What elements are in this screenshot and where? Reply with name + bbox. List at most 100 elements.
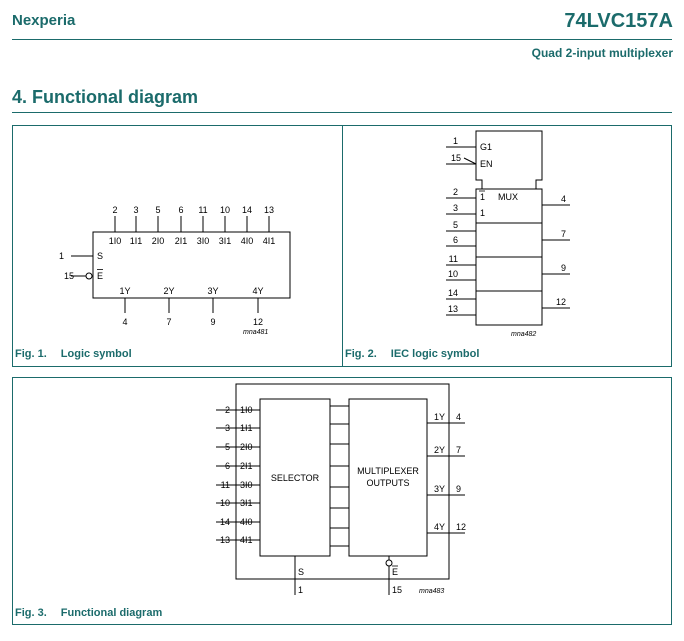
fig2-caption-title: IEC logic symbol [390, 348, 480, 360]
fig1-input-label: 4I0 [241, 236, 254, 246]
fig3-functional-diagram [235, 383, 450, 595]
fig1-input-pin: 6 [178, 205, 183, 215]
fig3-input-pin: 10 [220, 498, 230, 508]
fig1-enable-label: E [97, 271, 103, 281]
fig1-ref: mna481 [243, 329, 268, 336]
fig3-input-label: 1I1 [240, 423, 253, 433]
fig1-output-label: 2Y [163, 286, 174, 296]
fig1-input-label: 3I0 [197, 236, 210, 246]
fig1-logic-symbol [71, 231, 291, 299]
fig3-input-pin: 2 [225, 405, 230, 415]
section-rule [12, 112, 672, 113]
fig2-output-pin: 7 [561, 229, 566, 239]
part-number: 74LVC157A [564, 10, 673, 32]
fig1-caption-number: Fig. 1. [15, 348, 47, 360]
fig2-input-pin: 13 [448, 304, 458, 314]
fig2-g1-label: G1 [480, 142, 492, 152]
fig1-caption: Fig. 1. Logic symbol [15, 348, 132, 360]
fig3-select-label: S [298, 567, 304, 577]
section-title: 4. Functional diagram [12, 87, 199, 107]
fig1-output-pin: 4 [122, 317, 127, 327]
fig1-enable-pin: 15 [64, 271, 74, 281]
fig1-select-pin: 1 [59, 251, 64, 261]
fig3-ref: mna483 [419, 588, 444, 595]
fig3-panel [12, 377, 672, 625]
fig3-select-pin: 1 [298, 585, 303, 595]
fig3-input-pin: 3 [225, 423, 230, 433]
fig3-caption: Fig. 3. Functional diagram [15, 607, 162, 619]
fig1-input-pin: 2 [112, 205, 117, 215]
fig2-input-pin: 6 [453, 235, 458, 245]
fig1-output-pin: 12 [253, 317, 263, 327]
fig1-enable-bubble [85, 272, 93, 280]
fig3-input-pin: 13 [220, 535, 230, 545]
fig2-mux-label: MUX [498, 192, 518, 202]
brand-name: Nexperia [12, 12, 76, 29]
fig1-input-label: 1I0 [109, 236, 122, 246]
fig3-outer-box [235, 383, 450, 580]
fig2-output-pin: 9 [561, 263, 566, 273]
fig3-input-label: 1I0 [240, 405, 253, 415]
fig3-output-label: 2Y [434, 445, 445, 455]
fig3-output-pin: 4 [456, 412, 461, 422]
fig1-input-pin: 3 [133, 205, 138, 215]
fig2-iec-symbol [446, 130, 543, 326]
fig3-input-label: 2I0 [240, 442, 253, 452]
fig3-output-label: 1Y [434, 412, 445, 422]
fig3-input-label: 3I1 [240, 498, 253, 508]
fig1-input-label: 2I0 [152, 236, 165, 246]
fig2-select-label: 1 [480, 208, 485, 218]
fig3-output-pin: 12 [456, 522, 466, 532]
fig1-input-label: 1I1 [130, 236, 143, 246]
fig3-input-pin: 6 [225, 461, 230, 471]
fig3-output-pin: 7 [456, 445, 461, 455]
fig3-enable-label: E [392, 567, 398, 577]
fig3-caption-number: Fig. 3. [15, 607, 47, 619]
fig3-output-label: 4Y [434, 522, 445, 532]
fig2-input-pin: 10 [448, 269, 458, 279]
fig2-g1-pin: 1 [453, 136, 458, 146]
fig3-output-label: 3Y [434, 484, 445, 494]
fig1-input-pin: 5 [155, 205, 160, 215]
fig2-panel [342, 125, 672, 367]
fig1-caption-title: Logic symbol [60, 348, 132, 360]
fig1-output-label: 4Y [252, 286, 263, 296]
fig1-output-pin: 9 [210, 317, 215, 327]
fig2-caption: Fig. 2. IEC logic symbol [345, 348, 479, 360]
fig3-caption-title: Functional diagram [60, 607, 163, 619]
fig3-multiplexer-label-line2: OUTPUTS [366, 478, 409, 488]
fig3-input-label: 2I1 [240, 461, 253, 471]
document-subtitle: Quad 2-input multiplexer [531, 46, 673, 60]
fig3-input-label: 3I0 [240, 480, 253, 490]
fig1-output-pin: 7 [166, 317, 171, 327]
fig3-enable-bubble [385, 559, 393, 567]
fig3-multiplexer-block [348, 398, 428, 557]
fig2-caption-number: Fig. 2. [345, 348, 377, 360]
header-rule [12, 39, 672, 40]
fig3-input-pin: 11 [221, 480, 230, 490]
fig2-select-inverted-label: 1 [480, 192, 485, 202]
fig3-input-label: 4I0 [240, 517, 253, 527]
fig1-input-label: 3I1 [219, 236, 232, 246]
fig1-input-label: 4I1 [263, 236, 276, 246]
fig2-input-pin: 5 [453, 220, 458, 230]
fig1-input-pin: 10 [220, 205, 230, 215]
fig3-multiplexer-label-line1: MULTIPLEXER [357, 466, 419, 476]
fig2-en-label: EN [480, 159, 493, 169]
fig2-output-pin: 12 [556, 297, 566, 307]
fig3-input-pin: 5 [225, 442, 230, 452]
fig2-input-pin: 2 [453, 187, 458, 197]
fig2-input-pin: 11 [449, 254, 458, 264]
fig1-body [92, 231, 291, 299]
fig2-en-negation-flag [463, 157, 477, 165]
fig1-input-pin: 11 [198, 205, 207, 215]
fig2-input-pin: 14 [448, 288, 458, 298]
fig3-selector-label: SELECTOR [271, 473, 320, 483]
fig2-input-pin: 3 [453, 203, 458, 213]
fig1-input-pin: 14 [242, 205, 252, 215]
fig1-output-label: 1Y [119, 286, 130, 296]
fig2-ref: mna482 [511, 331, 536, 338]
fig1-input-label: 2I1 [175, 236, 188, 246]
fig3-input-label: 4I1 [240, 535, 253, 545]
